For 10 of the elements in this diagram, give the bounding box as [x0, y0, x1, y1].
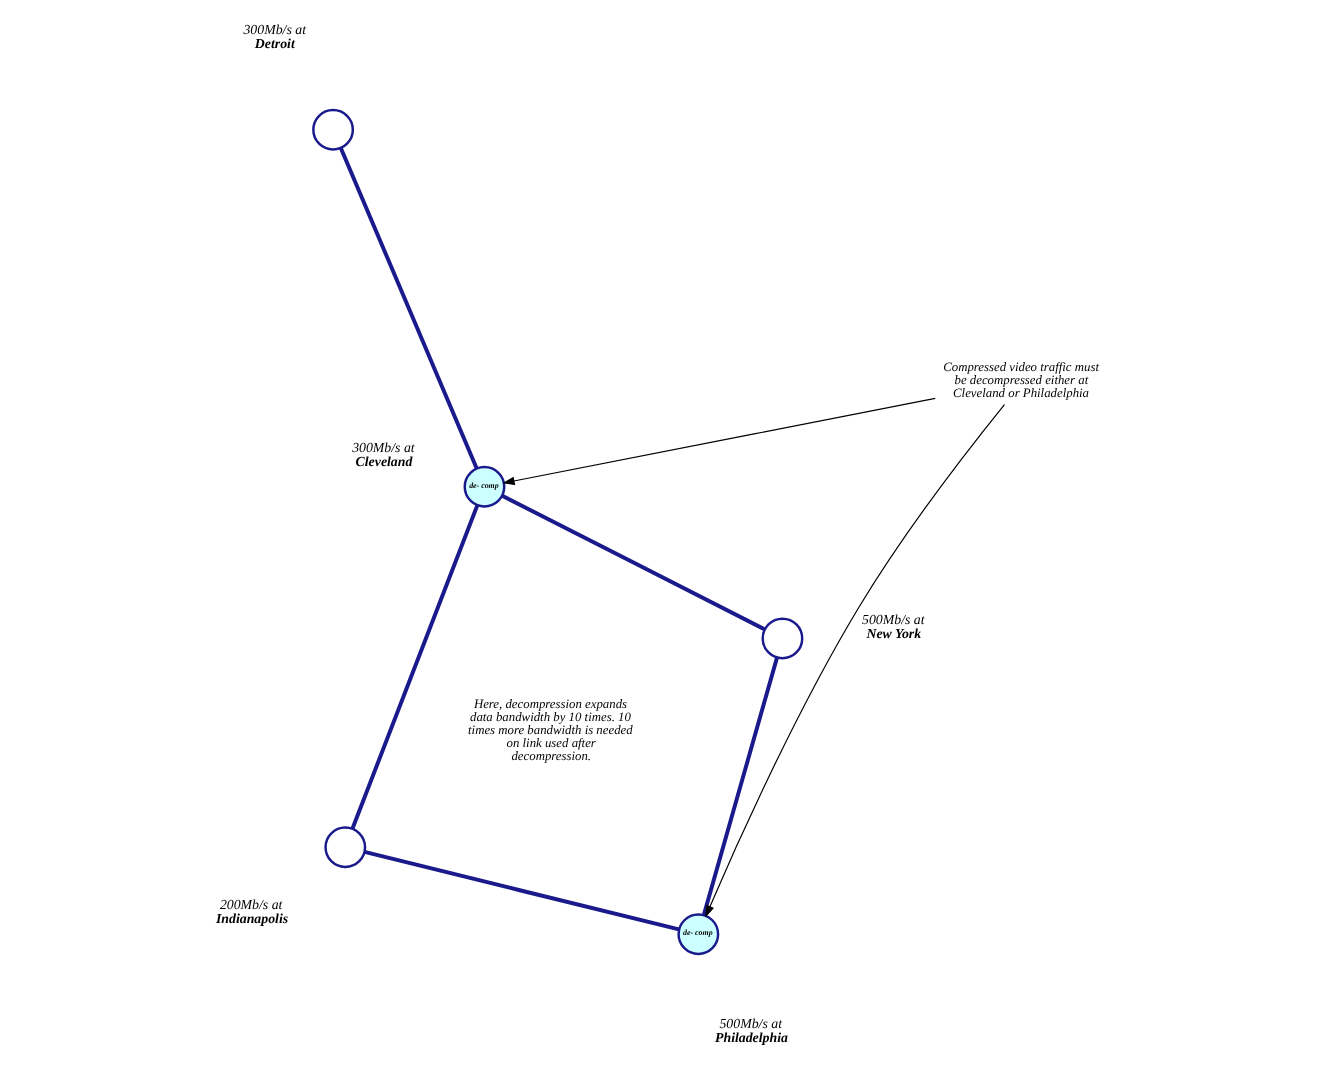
- node-circle: [311, 108, 354, 151]
- connector: [338, 147, 478, 469]
- node-circle: [323, 826, 366, 869]
- connector: [700, 657, 778, 916]
- arrow: [501, 397, 935, 486]
- node-circle: [760, 617, 803, 660]
- arrow: [704, 404, 1005, 918]
- connector: [349, 504, 479, 830]
- connector: [363, 850, 679, 932]
- connector: [500, 494, 765, 632]
